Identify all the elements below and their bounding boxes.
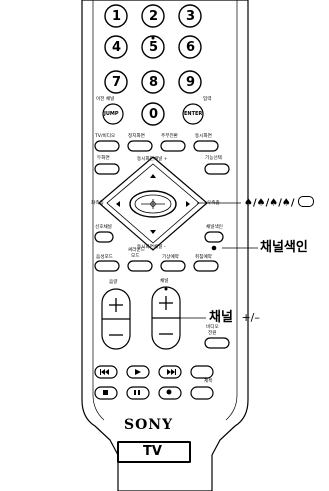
video-label: 비디오 [206,325,219,330]
number-2[interactable]: 2 [149,9,159,24]
number-1[interactable]: 1 [112,9,122,24]
pip-ch-minus-label: 동시화면채널 - [137,245,166,250]
arrows-callout: ♠/♠/♠/♠/ [244,196,314,209]
number-9[interactable]: 9 [186,75,196,90]
left-side-button [94,231,114,243]
power-label: 전원 [208,331,217,336]
right-side-label: 우측좀 [207,201,220,206]
jump-button[interactable]: JUMP [104,111,119,117]
channel-pm-suffix: +/– [241,311,260,324]
number-8[interactable]: 8 [149,75,159,90]
tv-video-label: TV/비디오 [95,134,116,139]
picture-select-label: 선호채널 [95,225,112,230]
channel-index-callout: 채널색인 [260,240,308,255]
small-pill-row-3 [94,260,219,272]
number-6[interactable]: 6 [186,40,196,55]
left-side-label: 좌측좀 [91,201,104,206]
channel-pm-callout: 채널 +/– [209,311,260,324]
sony-logo: SONY [124,417,174,433]
enter-icon [297,196,314,207]
enter-button[interactable]: ENTER [184,111,203,117]
jump-enter-buttons [102,103,204,125]
small-pill-row-2 [94,163,230,175]
volume-rocker [101,288,131,350]
number-4[interactable]: 4 [112,40,122,55]
pip-ch-plus-label: 동시화면채널 + [137,157,168,162]
title-label: 제목 [204,379,213,384]
channel-label: 채널 [160,279,169,284]
channel-index-small-label: 채널색인 [206,225,223,230]
arrows-callout-text: ♠/♠/♠/♠/ [244,197,295,209]
function-select-label: 기능선택 [205,156,222,161]
channel-index-button-shape [204,231,224,243]
volume-label: 음량 [109,280,118,285]
channel-pm-text: 채널 [209,310,233,325]
morning-reserve-label: 기상예약 [162,255,179,260]
sleep-reserve-label: 취침예약 [195,255,212,260]
number-7[interactable]: 7 [112,75,122,90]
sub-switch-label: 주부전환 [161,134,178,139]
number-0[interactable]: 0 [149,107,159,122]
number-buttons [104,4,202,126]
tv-label: TV [143,444,162,459]
small-pill-row-1 [94,140,219,152]
mode-label: 모드 [131,254,140,259]
input-label: 입력 [203,97,212,102]
dual-label: 두화면 [97,156,110,161]
number-3[interactable]: 3 [186,9,196,24]
sound-mode-label: 음성모드 [96,255,113,260]
number-5[interactable]: 5 [149,40,159,55]
pip-label: 동시화면 [195,134,212,139]
dpad-arrows [116,174,190,234]
surround-label: 써라운드 [128,248,145,253]
still-label: 정지화면 [128,134,145,139]
prev-channel-label: 이전 채널 [96,97,115,102]
